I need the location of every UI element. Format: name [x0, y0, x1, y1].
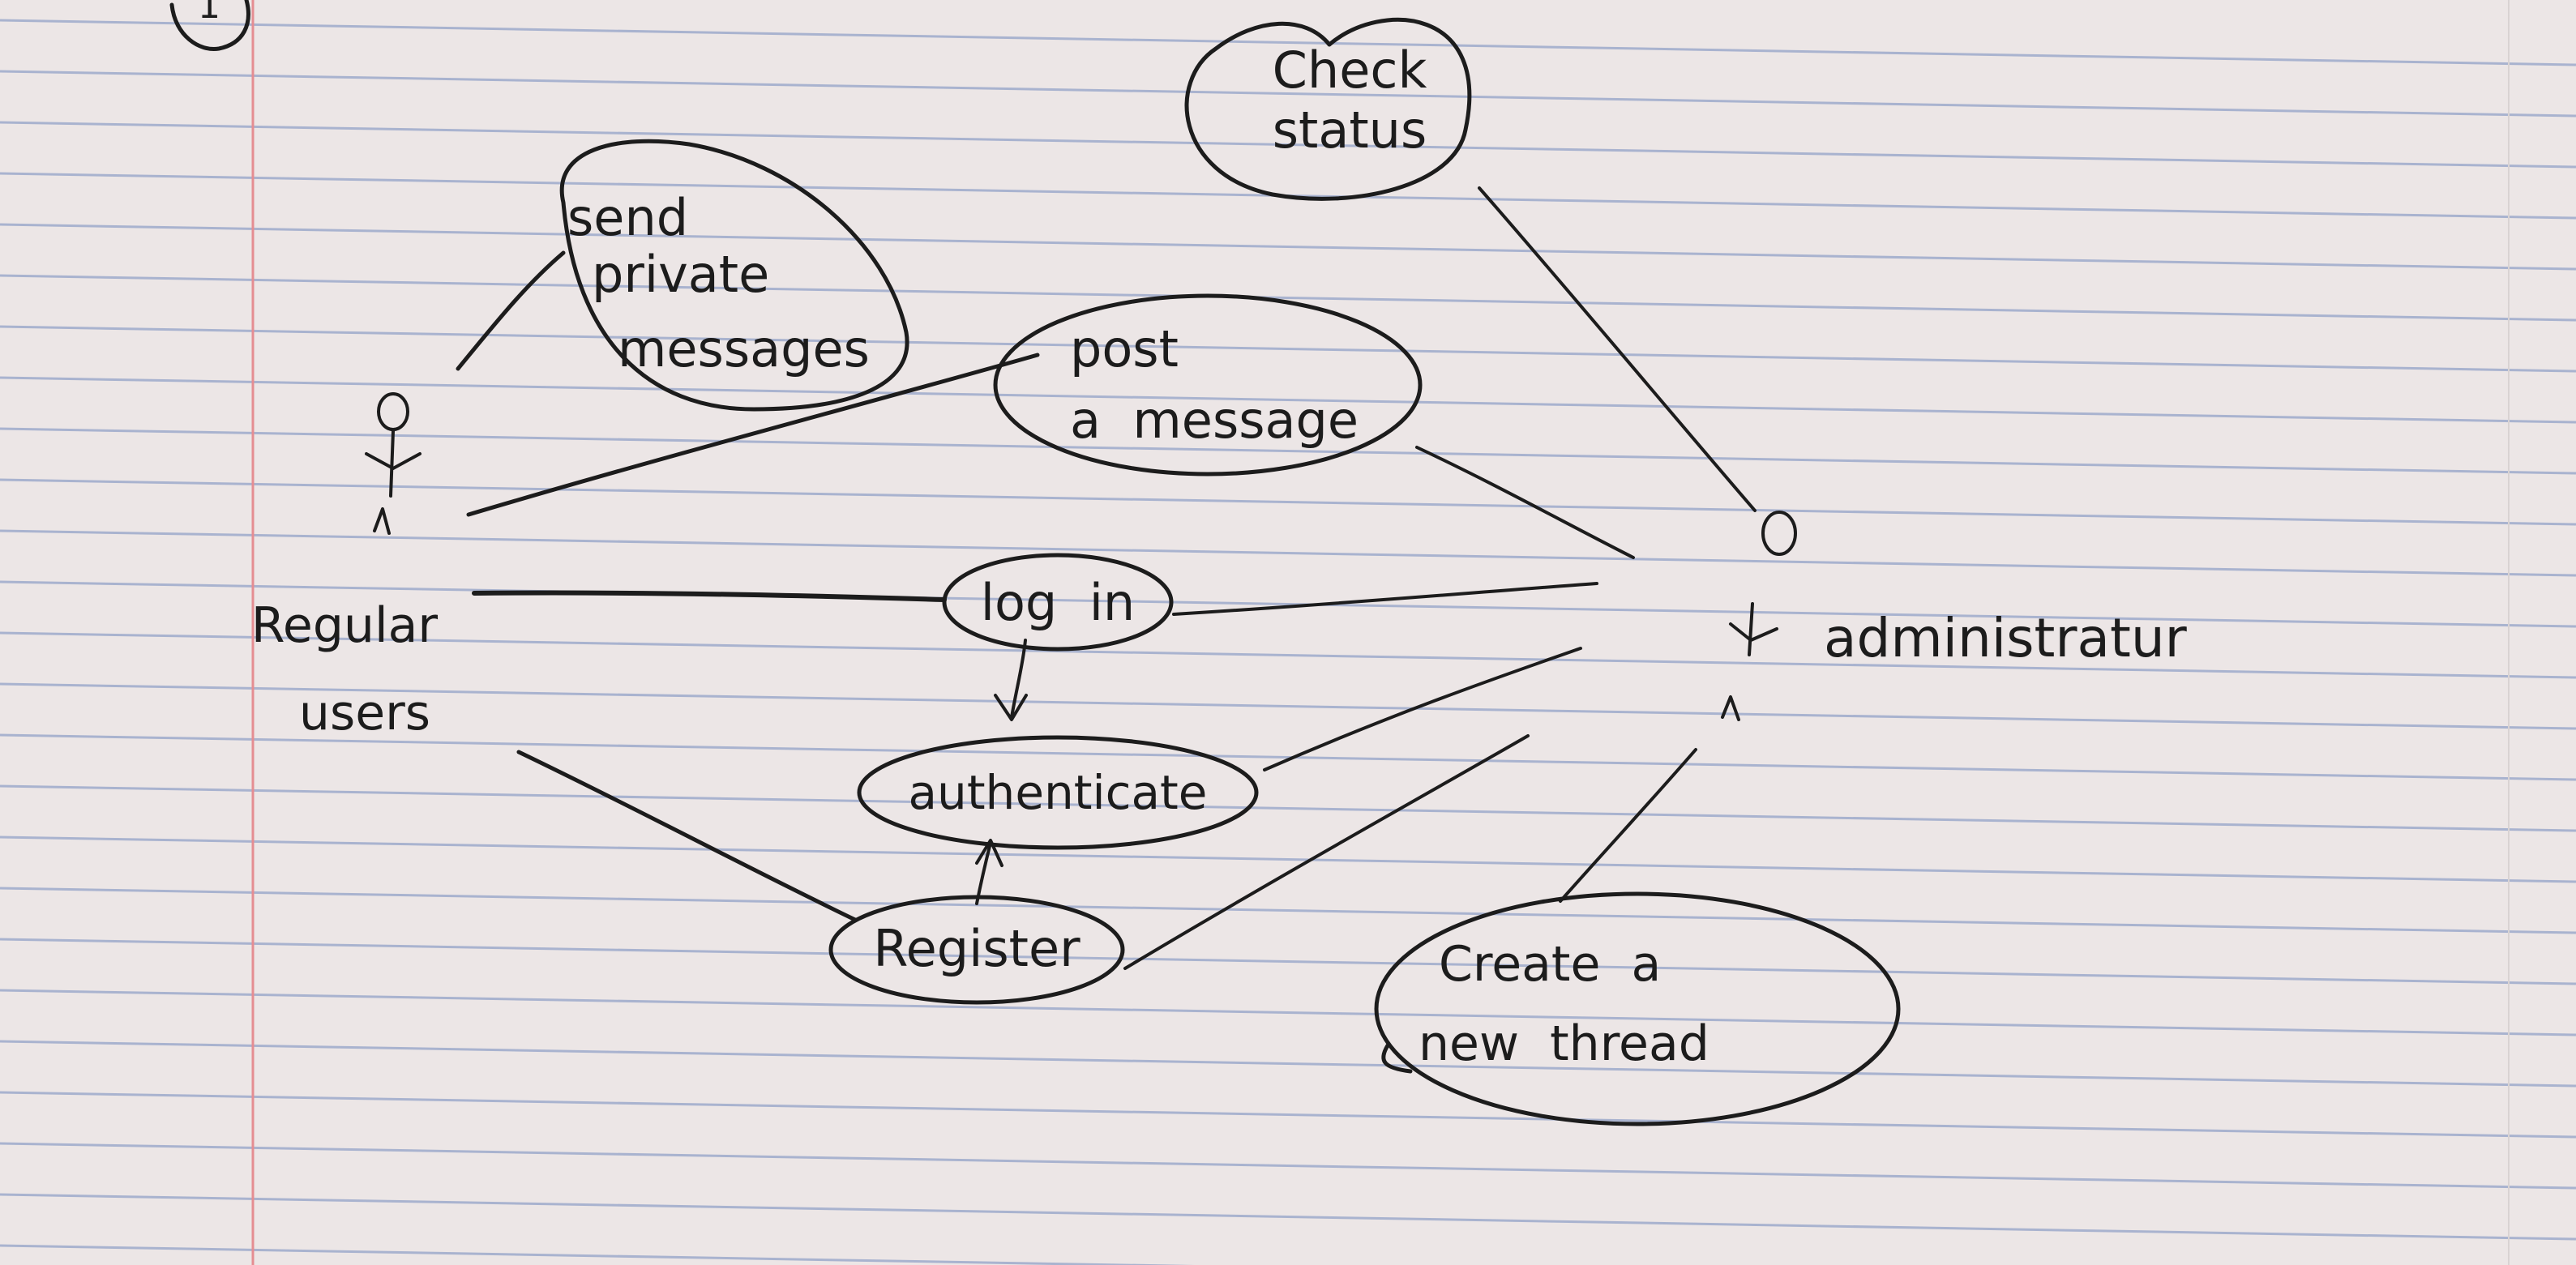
actor-regular-users[interactable]: Regular users — [251, 392, 438, 741]
use-case-label: log in — [981, 573, 1135, 632]
use-case-label: Create a — [1439, 936, 1661, 993]
rule-line — [0, 325, 2576, 373]
rule-line — [0, 580, 2576, 628]
use-case-authenticate[interactable]: authenticate — [857, 735, 1259, 850]
page-number-marker: 1 — [169, 0, 250, 51]
rule-line — [0, 835, 2576, 883]
rule-line — [0, 427, 2576, 475]
rule-line — [0, 274, 2576, 322]
actor-label: users — [299, 685, 430, 741]
page-number-circle — [169, 0, 250, 51]
rule-line — [0, 1244, 1195, 1265]
use-case-label: post — [1070, 319, 1179, 378]
rule-line — [0, 70, 2576, 118]
ruled-lines — [0, 19, 2576, 1265]
rule-line — [0, 1142, 2576, 1190]
rule-line — [0, 1091, 2576, 1139]
use-case-send-private-messages[interactable]: send private messages — [559, 139, 909, 412]
use-case-create-a-new-thread[interactable]: Create a new thread — [1374, 891, 1901, 1126]
rule-line — [0, 478, 2576, 526]
use-case-label: private — [592, 245, 769, 304]
use-case-label: authenticate — [909, 765, 1208, 820]
rule-line — [0, 223, 2576, 271]
association-administrator-log-in — [1172, 582, 1598, 616]
actor-administrator[interactable]: administratur — [1721, 511, 2188, 721]
association-administrator-create-a-new-thread — [1559, 748, 1697, 903]
rule-line — [0, 733, 2576, 781]
rule-line — [0, 989, 2576, 1036]
actor-label: Regular — [251, 597, 438, 654]
stick-figure-icon — [1721, 511, 1797, 721]
association-regular-users-log-in — [472, 590, 947, 602]
association-regular-users-post-a-message — [466, 353, 1040, 517]
use-case-label: a message — [1070, 391, 1359, 450]
rule-line — [0, 376, 2576, 424]
use-case-check-status[interactable]: Check status — [1184, 17, 1472, 201]
page-number: 1 — [198, 0, 220, 27]
association-administrator-check-status — [1478, 186, 1757, 512]
use-case-label: messages — [618, 319, 870, 378]
use-cases: Check status send private messages post … — [559, 17, 1901, 1126]
rule-line — [0, 887, 2576, 934]
association-regular-users-register — [516, 750, 858, 922]
use-case-label: Register — [873, 919, 1080, 978]
use-case-label: status — [1273, 100, 1427, 160]
rule-line — [0, 1040, 2576, 1088]
association-administrator-post-a-message — [1415, 446, 1635, 559]
actor-label: administratur — [1824, 607, 2188, 669]
rule-line — [0, 121, 2576, 169]
use-case-label: send — [567, 188, 688, 247]
rule-line — [0, 1193, 2576, 1241]
use-case-label: Check — [1273, 41, 1427, 100]
rule-line — [0, 631, 2576, 679]
rule-line — [0, 529, 2576, 577]
use-case-register[interactable]: Register — [828, 895, 1125, 1005]
stick-figure-icon — [365, 392, 421, 535]
rule-line — [0, 19, 2576, 66]
use-case-label: new thread — [1419, 1015, 1709, 1072]
association-administrator-register — [1123, 734, 1530, 970]
association-regular-users-send-private-messages — [456, 250, 566, 371]
association-administrator-authenticate — [1263, 647, 1582, 771]
use-case-post-a-message[interactable]: post a message — [993, 293, 1423, 477]
rule-line — [0, 682, 2576, 730]
use-case-log-in[interactable]: log in — [942, 553, 1174, 652]
rule-line — [0, 938, 2576, 985]
connections — [456, 186, 1757, 970]
rule-line — [0, 784, 2576, 832]
